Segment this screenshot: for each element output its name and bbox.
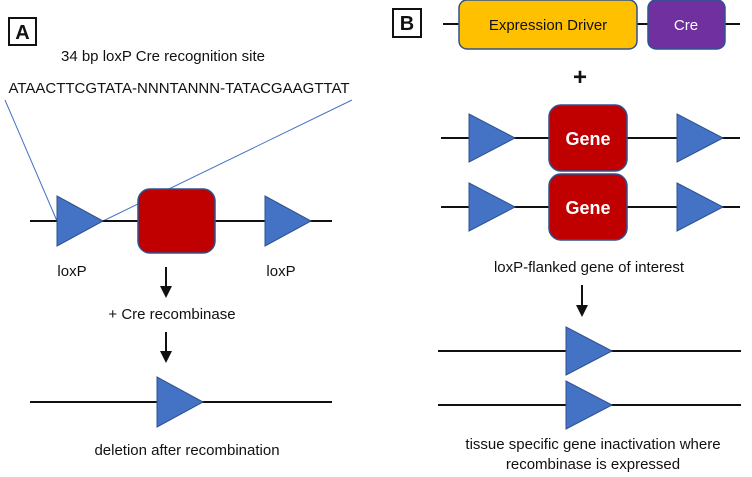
inactivation-caption-line-2: recombinase is expressed — [506, 456, 680, 473]
panel-b-label: B — [400, 13, 414, 35]
loxp-sequence: ATAACTTCGTATA-NNNTANNN-TATACGAAGTTAT — [8, 80, 349, 97]
gene-box-a — [137, 188, 216, 254]
panel-a-label-box — [8, 17, 37, 46]
loxp-triangle-recombined-1 — [565, 326, 614, 376]
loxp-triangle-right — [264, 195, 313, 247]
gene-label-1: Gene — [565, 129, 610, 149]
cre-box — [647, 0, 726, 50]
gene-box-2 — [548, 173, 628, 241]
loxp-triangle-recombined-2 — [565, 380, 614, 430]
floxed-gene-caption: loxP-flanked gene of interest — [494, 259, 685, 276]
inactivation-caption-line-1: tissue specific gene inactivation where — [465, 436, 720, 453]
loxp-site-title: 34 bp loxP Cre recognition site — [61, 48, 265, 65]
gene-label-2: Gene — [565, 198, 610, 218]
loxp-triangle-b2-right — [676, 182, 725, 232]
loxp-label-right: loxP — [266, 263, 295, 280]
cre-recombinase-step: + Cre recombinase — [108, 306, 235, 323]
loxp-triangle-b1-left — [468, 113, 517, 163]
loxp-triangle-result — [156, 376, 205, 428]
zoom-line-left — [4, 99, 58, 222]
panel-a: A 34 bp loxP Cre recognition site ATAACT… — [4, 17, 353, 459]
loxp-triangle-left — [56, 195, 105, 247]
expression-driver-box — [458, 0, 638, 50]
panel-b: B Expression Driver Cre + Gene Gene loxP… — [392, 0, 741, 473]
loxp-triangle-b2-left — [468, 182, 517, 232]
plus-sign: + — [573, 64, 587, 91]
expression-driver-label: Expression Driver — [489, 17, 607, 34]
panel-a-label: A — [15, 22, 29, 44]
deletion-caption: deletion after recombination — [94, 442, 279, 459]
panel-b-label-box — [392, 8, 422, 38]
gene-box-1 — [548, 104, 628, 172]
loxp-label-left: loxP — [57, 263, 86, 280]
cre-label: Cre — [674, 17, 698, 34]
loxp-triangle-b1-right — [676, 113, 725, 163]
